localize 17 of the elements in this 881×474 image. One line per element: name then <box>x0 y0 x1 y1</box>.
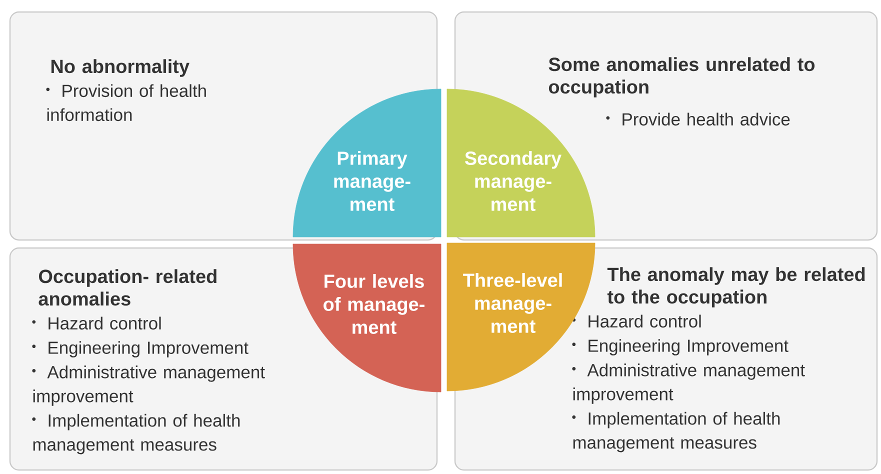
bullet-item: Provision of health information <box>46 84 206 122</box>
bullet-item: Engineering Improvement <box>572 339 788 356</box>
heading-text: Occupation- related anomalies <box>38 269 216 306</box>
heading-text: The anomaly may be related to the occupation <box>607 267 865 308</box>
heading-text: Some anomalies unrelated to occupation <box>548 57 815 98</box>
bullet-item: Engineering Improvement <box>32 341 248 358</box>
bullet-item: Administrative management improvement <box>32 366 265 406</box>
bullet-item: Provide health advice <box>606 112 790 126</box>
heading-text: No abnormality <box>51 59 190 77</box>
quadrant-label: Three-level manage- ment <box>463 273 562 333</box>
quadrant-label: Secondary manage- ment <box>464 151 562 211</box>
bullet-item: Hazard control <box>32 316 161 330</box>
bullet-item: Implementation of health management measures <box>572 412 780 452</box>
quadrant-label: Primary manage- ment <box>334 151 410 211</box>
bullet-item: Implementation of health management measures <box>32 414 240 454</box>
bullet-item: Administrative management improvement <box>572 364 805 404</box>
quadrant-label: Four levels of manage- ment <box>324 274 424 334</box>
